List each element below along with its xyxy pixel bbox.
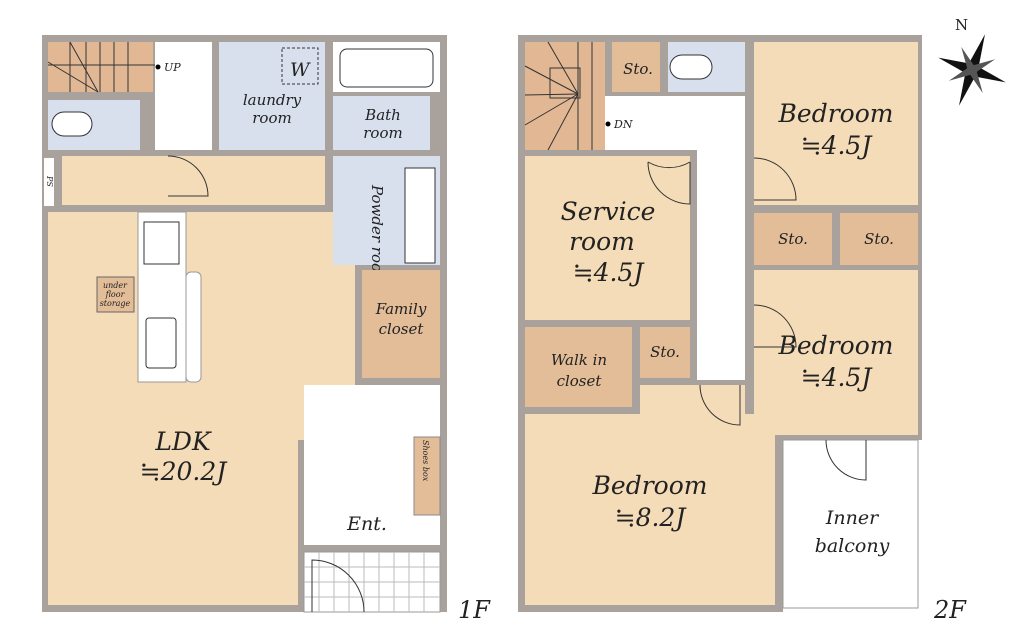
bedroom-e-label: Bedroom bbox=[778, 331, 894, 360]
floor-2: Inner balcony Sto. DN Bedroom ≒4.5J Sto.… bbox=[518, 35, 967, 624]
ps-label: PS bbox=[45, 175, 54, 187]
bedroom-s-size: ≒8.2J bbox=[615, 503, 688, 532]
storage-label: Sto. bbox=[623, 60, 653, 78]
floor2-hall bbox=[605, 96, 745, 150]
stairs-icon bbox=[524, 41, 593, 151]
service-room bbox=[525, 156, 690, 320]
floor-1: UP W laundry room Bath room PS under flo… bbox=[42, 35, 491, 624]
laundry-room bbox=[219, 42, 325, 150]
door-icon bbox=[753, 157, 797, 201]
storage-3 bbox=[840, 213, 918, 265]
ldk-lower bbox=[48, 440, 298, 605]
door-icon bbox=[167, 155, 209, 197]
bedroom-s-label: Bedroom bbox=[592, 471, 708, 500]
storage-label: Sto. bbox=[778, 230, 808, 248]
storage-2 bbox=[754, 213, 832, 265]
bedroom-ne bbox=[754, 42, 918, 205]
bedroom-e-size: ≒4.5J bbox=[801, 363, 874, 392]
door-icon bbox=[753, 304, 797, 348]
laundry-label-2: room bbox=[252, 109, 291, 127]
balcony-label-1: Inner bbox=[825, 507, 880, 529]
stairs-dot-icon bbox=[155, 64, 161, 70]
compass-north-label: N bbox=[955, 16, 968, 34]
under-floor-label-3: storage bbox=[100, 299, 131, 308]
floor1-upper-hall bbox=[155, 42, 212, 150]
tile-grid bbox=[304, 552, 440, 612]
floor2-stairs bbox=[525, 42, 605, 150]
family-closet bbox=[362, 270, 440, 378]
service-room-label-2: room bbox=[569, 227, 635, 256]
shoes-box-label: Shoes box bbox=[421, 440, 430, 482]
storage-4 bbox=[640, 327, 690, 378]
bedroom-ne-label: Bedroom bbox=[778, 99, 894, 128]
storage-label: Sto. bbox=[864, 230, 894, 248]
stove-icon bbox=[143, 221, 180, 265]
bedroom-s bbox=[525, 414, 775, 605]
washer-label: W bbox=[290, 59, 311, 81]
ldk-upper bbox=[62, 156, 325, 205]
service-room-size: ≒4.5J bbox=[573, 258, 646, 287]
kitchen-bar bbox=[185, 271, 202, 383]
walk-in-label-2: closet bbox=[557, 372, 603, 390]
stairs-up-label: UP bbox=[164, 61, 181, 74]
toilet-icon bbox=[669, 54, 713, 80]
bathtub-icon bbox=[339, 48, 434, 88]
family-closet-label-1: Family bbox=[375, 300, 427, 318]
powder-room-label: Powder room bbox=[368, 184, 386, 286]
bedroom-e bbox=[754, 270, 918, 435]
bedroom-s-nook bbox=[640, 385, 745, 420]
entrance-label: Ent. bbox=[346, 513, 387, 535]
under-floor-label-1: under bbox=[103, 281, 128, 290]
floor1-label: 1F bbox=[458, 596, 491, 624]
storage-label: Sto. bbox=[650, 343, 680, 361]
walk-in-label-1: Walk in bbox=[551, 351, 607, 369]
bath-label-1: Bath bbox=[364, 106, 401, 124]
toilet-icon bbox=[51, 111, 93, 137]
balcony-label-2: balcony bbox=[815, 535, 890, 557]
compass-icon bbox=[938, 34, 1006, 106]
stairs-dot-icon bbox=[605, 121, 611, 127]
balcony-door-icon[interactable] bbox=[825, 439, 867, 481]
floor2-label: 2F bbox=[933, 596, 967, 624]
pipe-space bbox=[44, 158, 54, 206]
under-floor-storage bbox=[96, 276, 135, 313]
door-icon bbox=[699, 384, 741, 426]
bath-label-2: room bbox=[363, 124, 402, 142]
under-floor-label-2: floor bbox=[105, 290, 126, 299]
stairs-down-label: DN bbox=[613, 118, 633, 131]
bath-room bbox=[333, 96, 430, 150]
balcony-outline bbox=[782, 439, 919, 609]
storage-1 bbox=[612, 42, 660, 92]
bedroom-ne-size: ≒4.5J bbox=[801, 131, 874, 160]
ldk-label: LDK bbox=[154, 427, 212, 456]
vanity-icon bbox=[404, 167, 436, 264]
entrance-door-icon[interactable] bbox=[311, 559, 365, 613]
laundry-label-1: laundry bbox=[243, 91, 302, 109]
ldk-size: ≒20.2J bbox=[140, 457, 229, 486]
door-icon bbox=[647, 161, 691, 205]
sink-icon bbox=[145, 317, 177, 369]
stairs-icon bbox=[47, 41, 158, 93]
washer-icon bbox=[281, 47, 319, 85]
service-room-label-1: Service bbox=[561, 197, 656, 226]
floor2-corridor bbox=[697, 150, 745, 380]
shoes-box bbox=[413, 436, 441, 516]
walk-in-closet bbox=[525, 327, 632, 407]
family-closet-label-2: closet bbox=[379, 320, 425, 338]
